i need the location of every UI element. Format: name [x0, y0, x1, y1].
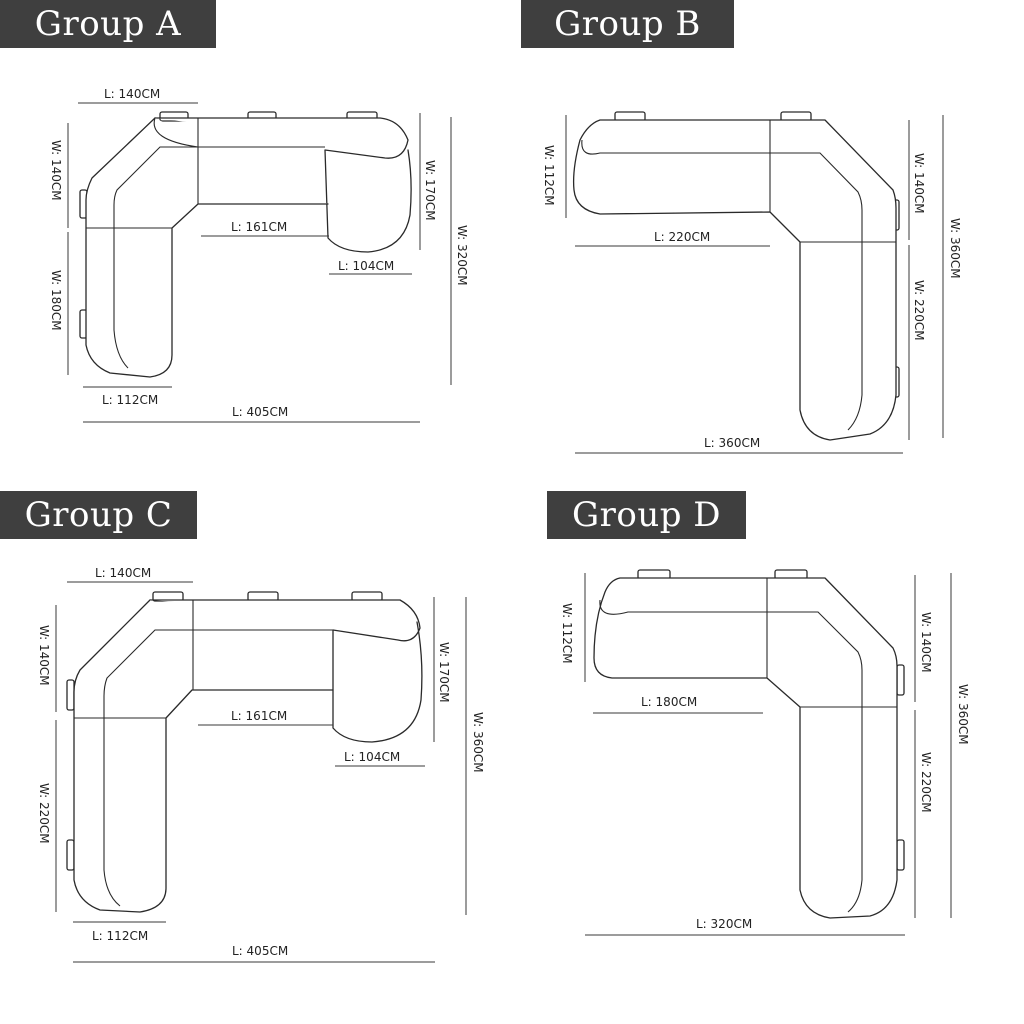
- group-a-sofa: [79, 111, 412, 378]
- group-a-dim-161l: L: 161CM: [231, 220, 287, 234]
- group-c-dim-140l: L: 140CM: [95, 566, 151, 580]
- group-c-sofa: [66, 591, 423, 913]
- group-b-dim-220l: L: 220CM: [654, 230, 710, 244]
- group-d-dim-360w: W: 360CM: [956, 684, 970, 745]
- group-c-dim-161l: L: 161CM: [231, 709, 287, 723]
- group-a-dim-180w: W: 180CM: [49, 270, 63, 331]
- group-b-dimension-lines: [565, 115, 944, 454]
- group-a-dim-405l: L: 405CM: [232, 405, 288, 419]
- group-d-dimension-lines: [584, 573, 952, 936]
- group-a-dimension-labels: L: 140CM W: 140CM L: 161CM W: 170CM W: 3…: [49, 87, 469, 419]
- group-a-title: Group A: [0, 0, 216, 48]
- group-d-dim-112w: W: 112CM: [560, 603, 574, 664]
- group-c-dim-170w: W: 170CM: [437, 642, 451, 703]
- group-a-dim-320w: W: 320CM: [455, 225, 469, 286]
- group-b-dim-140w: W: 140CM: [912, 153, 926, 214]
- group-c-title: Group C: [0, 491, 197, 539]
- group-a-dimension-lines: [67, 102, 452, 423]
- group-c-dim-112l: L: 112CM: [92, 929, 148, 943]
- group-b-sofa: [572, 111, 900, 441]
- group-a-dim-104l: L: 104CM: [338, 259, 394, 273]
- group-c-dim-360w: W: 360CM: [471, 712, 485, 773]
- group-d-dim-140w: W: 140CM: [919, 612, 933, 673]
- group-a-dim-170w: W: 170CM: [423, 160, 437, 221]
- group-b-title: Group B: [521, 0, 734, 48]
- group-d-dimension-labels: W: 112CM L: 180CM W: 140CM W: 360CM W: 2…: [560, 603, 970, 931]
- group-b-dim-112w: W: 112CM: [542, 145, 556, 206]
- group-d-dim-320l: L: 320CM: [696, 917, 752, 931]
- group-c-dim-405l: L: 405CM: [232, 944, 288, 958]
- group-a-dim-140l: L: 140CM: [104, 87, 160, 101]
- group-d-sofa: [593, 569, 905, 919]
- group-b-dim-220w: W: 220CM: [912, 280, 926, 341]
- group-c-dim-104l: L: 104CM: [344, 750, 400, 764]
- group-c-dimension-labels: L: 140CM W: 140CM L: 161CM W: 170CM W: 3…: [37, 566, 485, 958]
- group-d-title: Group D: [547, 491, 746, 539]
- group-d-dim-180l: L: 180CM: [641, 695, 697, 709]
- group-c-dim-220w: W: 220CM: [37, 783, 51, 844]
- group-a-dim-112l: L: 112CM: [102, 393, 158, 407]
- group-c-dimension-lines: [55, 581, 467, 963]
- group-d-dim-220w: W: 220CM: [919, 752, 933, 813]
- group-a-dim-140w: W: 140CM: [49, 140, 63, 201]
- group-b-dim-360l: L: 360CM: [704, 436, 760, 450]
- group-b-dimension-labels: W: 112CM L: 220CM W: 140CM W: 360CM W: 2…: [542, 145, 962, 450]
- group-c-dim-140w: W: 140CM: [37, 625, 51, 686]
- group-b-dim-360w: W: 360CM: [948, 218, 962, 279]
